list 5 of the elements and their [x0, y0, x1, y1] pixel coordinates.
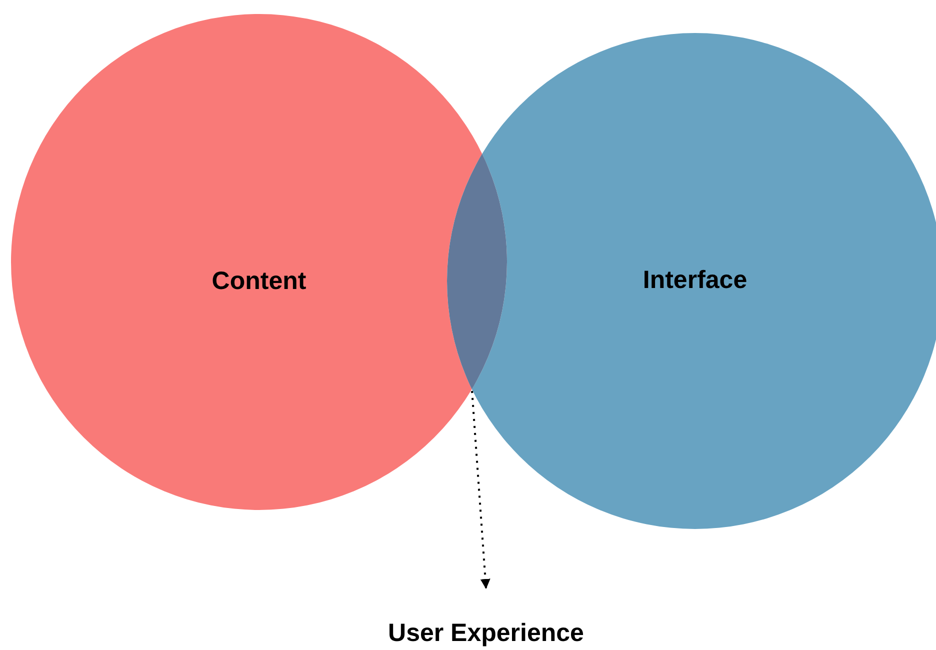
dotted-arrow [471, 390, 490, 589]
circle-label: Interface [642, 265, 748, 296]
overlap-region [447, 154, 507, 390]
caption-text: User Experience [388, 618, 584, 650]
circle-label: Content [212, 266, 306, 298]
